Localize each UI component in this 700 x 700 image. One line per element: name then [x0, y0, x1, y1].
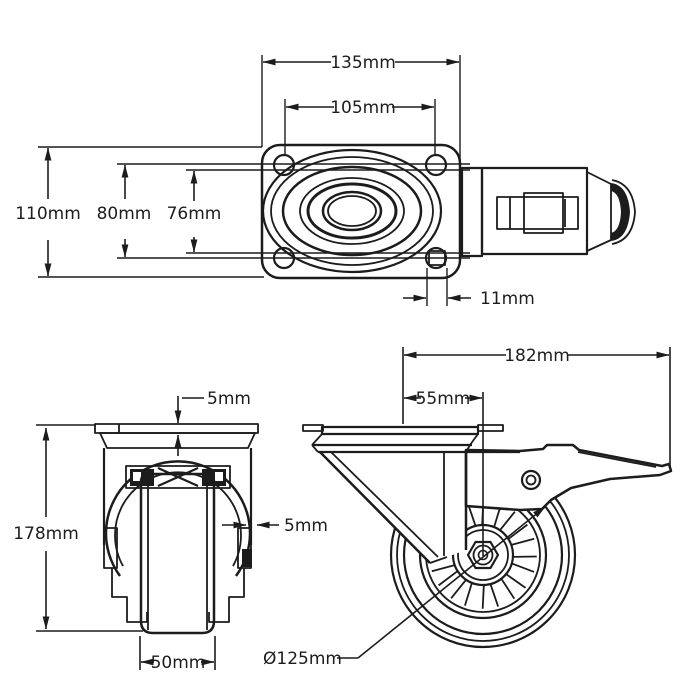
brake-housing-top — [460, 166, 636, 258]
wheel-front — [139, 472, 216, 635]
dim-label-110mm: 110mm — [15, 204, 81, 224]
dim-hole-spacing-length: 105mm — [285, 98, 435, 118]
bolt-hole-square-nut — [428, 250, 446, 266]
brake-pedal-tip — [611, 183, 630, 241]
dim-label-50mm: 50mm — [151, 653, 206, 673]
fork-slant-inner — [330, 451, 439, 558]
dim-hole-diameter: 11mm — [403, 289, 535, 309]
fork-tab-left — [103, 527, 118, 569]
dim-overall-width: 110mm — [15, 147, 81, 277]
fork-outer-arc — [104, 460, 252, 577]
top-view: 135mm 105mm 110mm 80mm 76mm 11mm — [15, 53, 636, 309]
side-plate — [302, 424, 520, 454]
dim-hole-spacing-width-outer: 80mm — [97, 164, 152, 258]
brake-body — [480, 166, 589, 256]
front-view: 5mm 178mm 5mm 50mm — [13, 389, 328, 673]
fork-foot-right — [208, 568, 245, 623]
fork-foot-left — [111, 568, 148, 623]
dim-label-135mm: 135mm — [330, 53, 396, 73]
dim-label-80mm: 80mm — [97, 204, 152, 224]
fork-slant-outer — [319, 451, 431, 564]
axle-nut-hex — [466, 540, 500, 570]
brake-lever-edge — [577, 451, 657, 468]
dim-label-76mm: 76mm — [167, 204, 222, 224]
dim-label-5mm-plate: 5mm — [207, 389, 251, 409]
brake-pin — [242, 549, 252, 567]
brake-pedal-bar — [496, 196, 579, 230]
dim-plate-thickness: 5mm — [174, 389, 251, 456]
brake-housing-side — [464, 443, 673, 512]
dim-hole-spacing-width-inner: 76mm — [167, 170, 222, 253]
bolt-hole — [424, 153, 448, 177]
dim-overall-length-side: 182mm — [402, 346, 671, 467]
dim-label-182mm: 182mm — [504, 346, 570, 366]
side-view: 182mm 55mm Ø125mm — [263, 346, 673, 669]
dim-fork-clearance: 5mm — [222, 516, 328, 536]
brake-bolt — [520, 469, 542, 491]
dim-label-105mm: 105mm — [330, 98, 396, 118]
dim-swivel-offset: 55mm — [403, 389, 484, 556]
fork-side-mask — [320, 452, 466, 563]
dim-label-178mm: 178mm — [13, 524, 79, 544]
dim-overall-length: 135mm — [262, 53, 460, 73]
fork-inner-arc — [114, 471, 242, 567]
top-view-extension-lines — [38, 55, 470, 306]
brake-connector — [460, 166, 484, 258]
dim-overall-height: 178mm — [13, 424, 143, 632]
dim-wheel-diameter: Ø125mm — [263, 506, 546, 669]
dim-label-55mm: 55mm — [416, 389, 471, 409]
dim-label-5mm-clearance: 5mm — [284, 516, 328, 536]
swivel-race-rings — [261, 148, 443, 274]
dim-label-11mm: 11mm — [480, 289, 535, 309]
dim-label-125mm: Ø125mm — [263, 649, 342, 669]
bolt-hole — [424, 246, 448, 270]
dim-wheel-width: 50mm — [139, 636, 216, 673]
brake-tip-taper — [586, 171, 612, 252]
front-flange — [99, 432, 256, 449]
